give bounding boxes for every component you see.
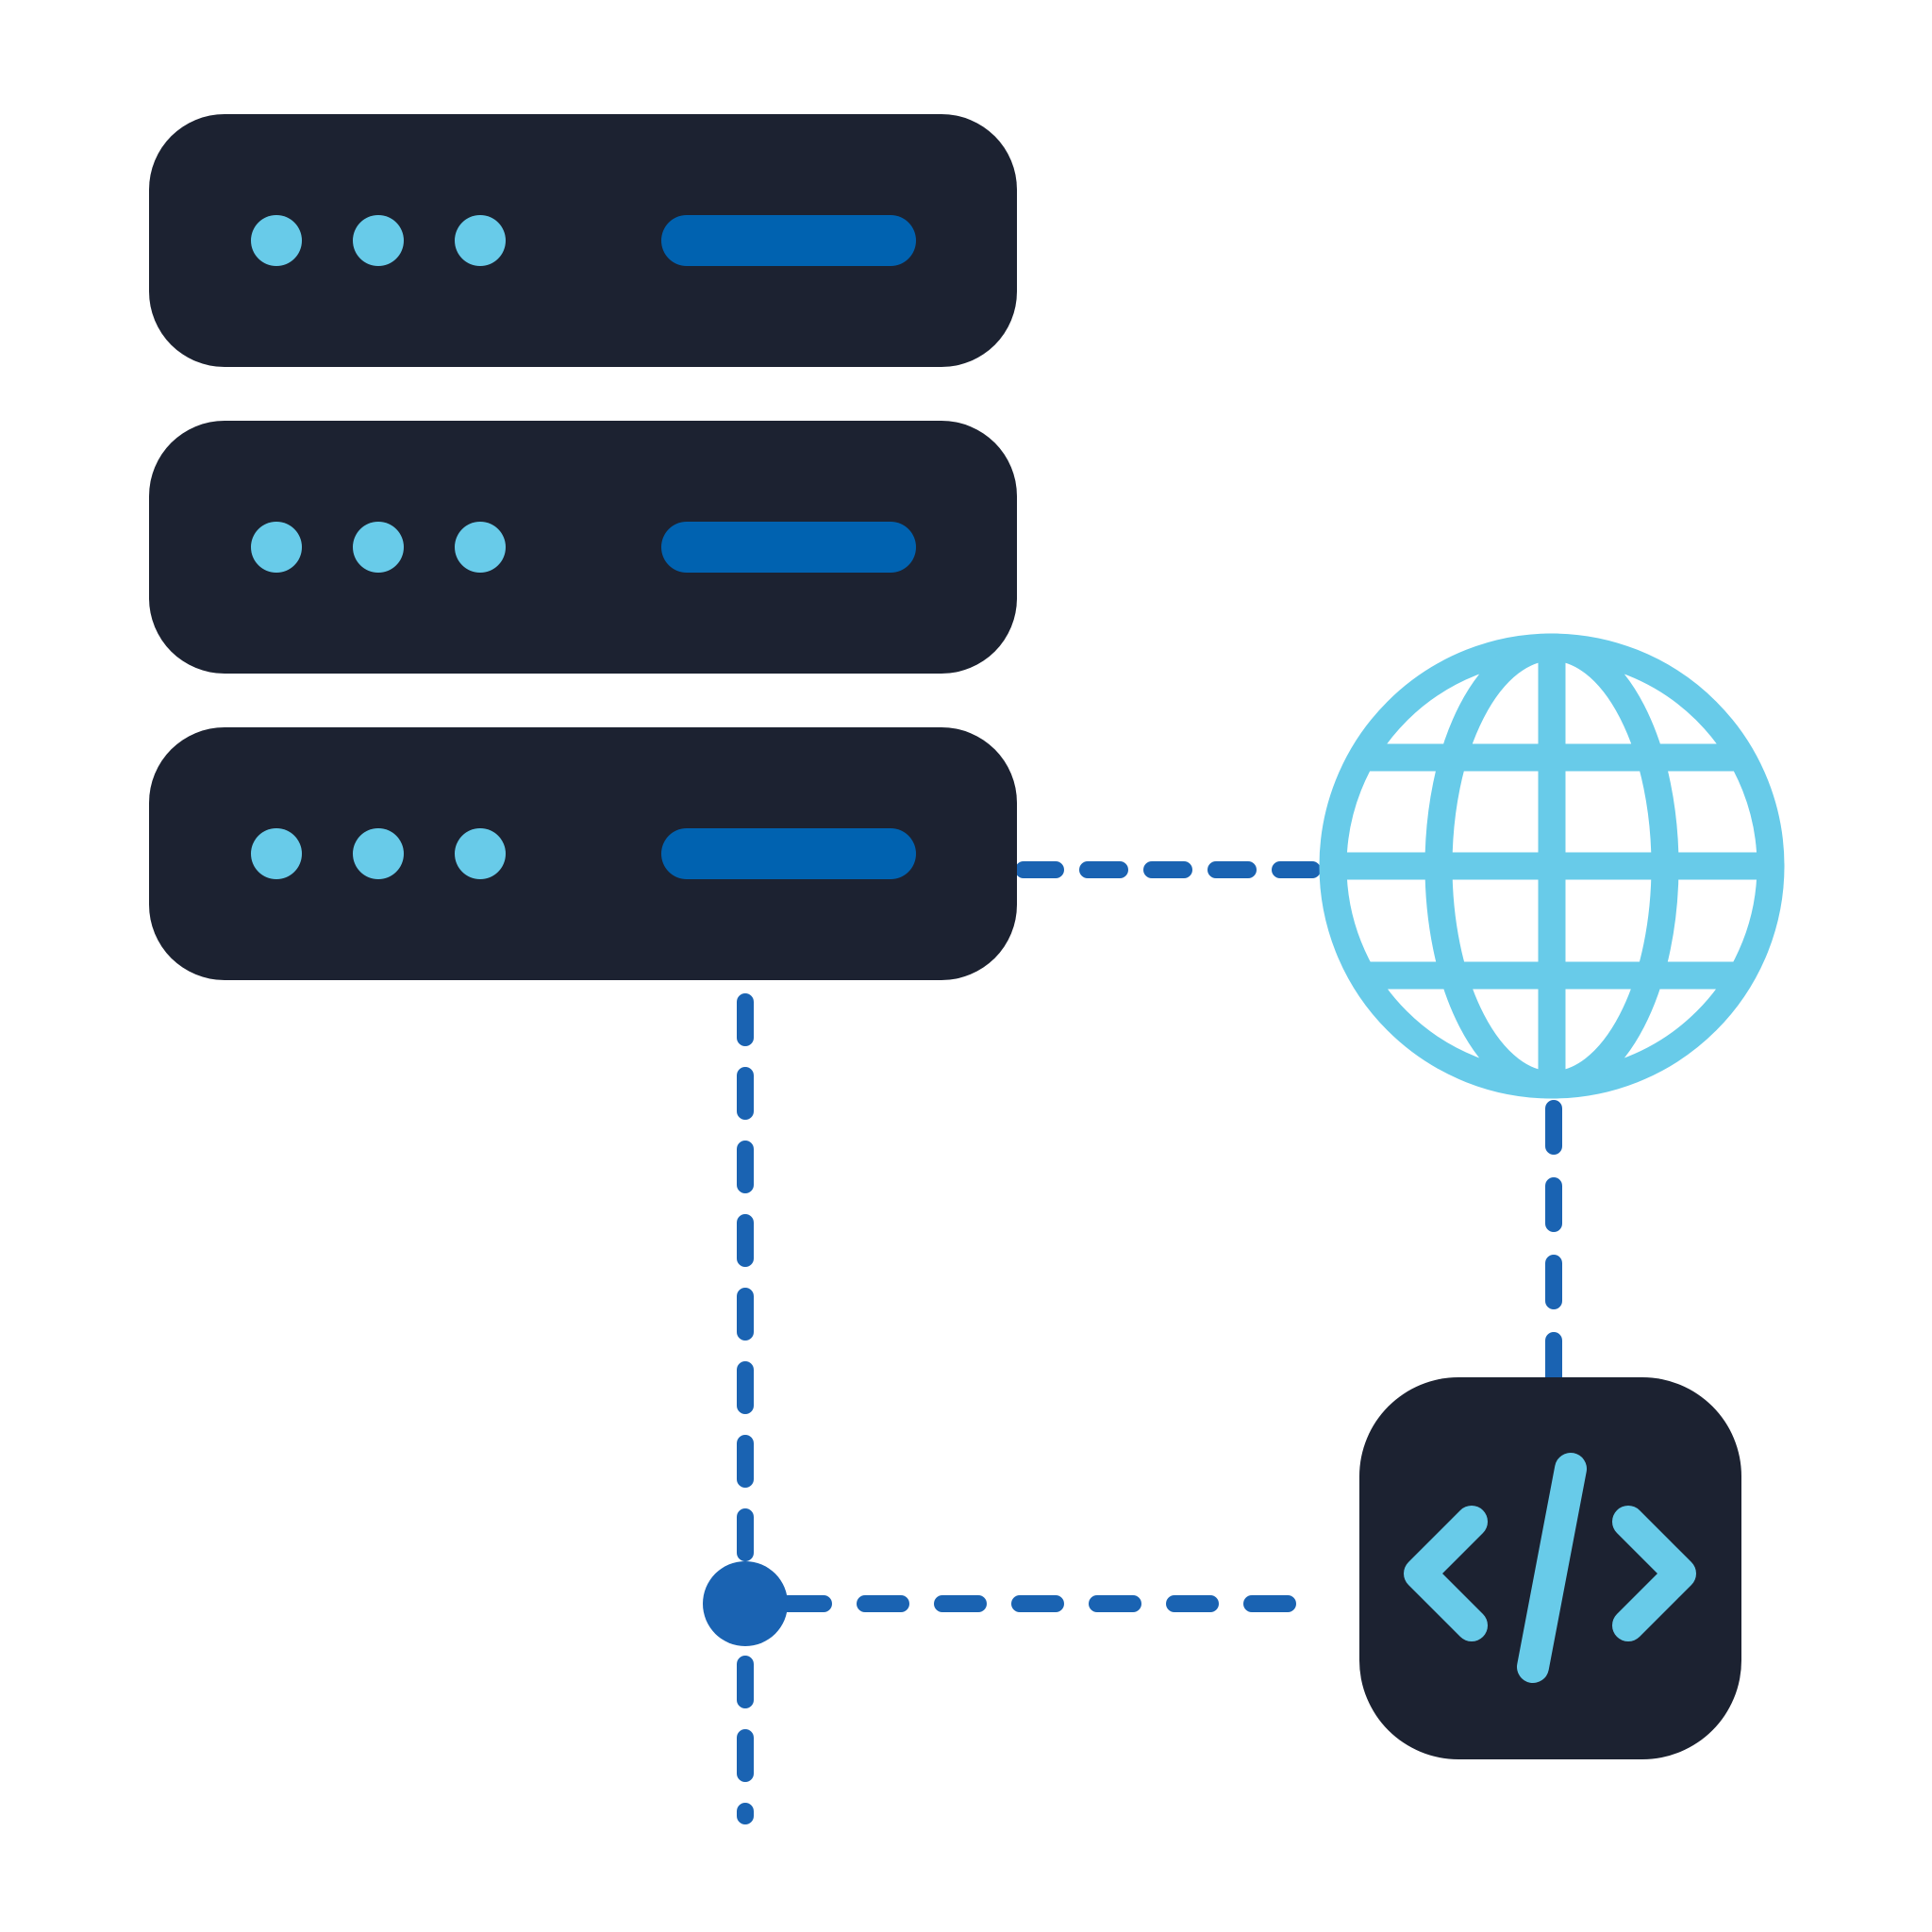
status-light-icon <box>353 522 404 573</box>
server-unit-2 <box>149 421 1017 674</box>
status-light-icon <box>251 215 302 266</box>
code-symbol <box>1404 1453 1696 1683</box>
right-angle-bracket <box>1612 1506 1696 1641</box>
status-light-icon <box>353 215 404 266</box>
server-unit-1 <box>149 114 1017 367</box>
connectors <box>737 861 1562 1824</box>
server-unit-3 <box>149 727 1017 980</box>
status-light-icon <box>251 828 302 879</box>
server-unit-body <box>149 114 1017 367</box>
status-light-icon <box>251 522 302 573</box>
server-unit-body <box>149 727 1017 980</box>
server-unit-body <box>149 421 1017 674</box>
status-light-icon <box>353 828 404 879</box>
code-brackets-icon <box>1359 1377 1741 1759</box>
status-light-icon <box>455 215 506 266</box>
junction-node <box>703 1561 788 1646</box>
status-light-icon <box>455 828 506 879</box>
forward-slash <box>1517 1453 1587 1683</box>
left-angle-bracket <box>1404 1506 1488 1641</box>
status-light-icon <box>455 522 506 573</box>
globe-icon <box>1319 633 1785 1099</box>
server-rack-icon <box>149 114 1017 980</box>
